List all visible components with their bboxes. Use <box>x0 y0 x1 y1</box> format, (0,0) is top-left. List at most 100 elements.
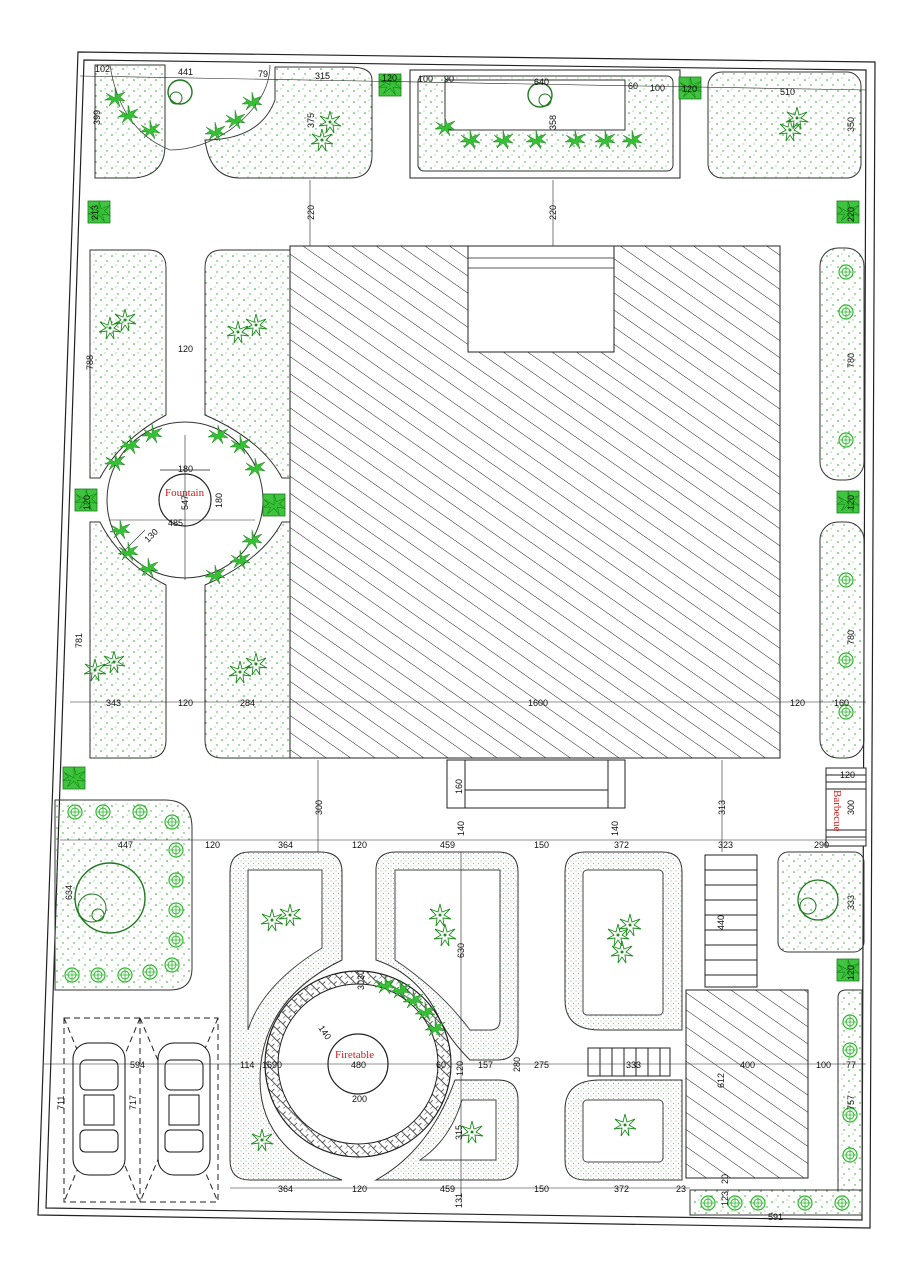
dim-label: 220 <box>548 205 558 220</box>
barbecue-label: Barbecue <box>831 790 843 832</box>
dim-label: 3030 <box>356 970 366 990</box>
house-steps <box>446 759 626 809</box>
firetable-court: Firetable <box>229 851 519 1181</box>
firetable-label: Firetable <box>335 1049 374 1061</box>
fountain-label: Fountain <box>165 487 205 499</box>
dim-label: 60 <box>436 1060 446 1070</box>
dim-label: 372 <box>614 840 629 850</box>
dim-label: 323 <box>718 840 733 850</box>
fountain-garden: Fountain <box>83 249 291 759</box>
dim-label: 780 <box>846 353 856 368</box>
dim-label: 1690 <box>262 1060 282 1070</box>
dim-label: 23 <box>676 1184 686 1194</box>
top-left-garden <box>94 64 373 179</box>
barbecue-area: Barbecue <box>825 767 867 847</box>
dim-label: 640 <box>534 77 549 87</box>
dimension-labels: 102 441 79 315 120 100 90 640 60 100 120… <box>56 64 856 1222</box>
car-icon <box>157 1042 211 1176</box>
dim-label: 333 <box>626 1060 641 1070</box>
dim-label: 120 <box>178 344 193 354</box>
dim-label: 440 <box>716 915 726 930</box>
palm-icon <box>263 494 285 516</box>
dim-label: 60 <box>628 81 638 91</box>
parking-area <box>63 1017 219 1203</box>
dim-label: 120 <box>840 770 855 780</box>
dim-label: 100 <box>650 83 665 93</box>
palm-icon <box>63 767 85 789</box>
dim-label: 594 <box>130 1060 145 1070</box>
dim-label: 123 <box>720 1191 730 1206</box>
dim-label: 120 <box>790 698 805 708</box>
right-bed-upper <box>819 247 865 481</box>
dim-label: 20 <box>720 1174 730 1184</box>
dim-label: 120 <box>205 840 220 850</box>
dim-label: 591 <box>768 1212 783 1222</box>
dim-label: 510 <box>780 87 795 97</box>
dim-label: 200 <box>352 1094 367 1104</box>
dim-label: 79 <box>258 69 268 79</box>
dim-label: 547 <box>180 495 190 510</box>
dim-label: 120 <box>682 84 697 94</box>
dim-label: 150 <box>534 840 549 850</box>
dim-label: 90 <box>444 74 454 84</box>
dim-label: 120 <box>352 840 367 850</box>
dim-label: 441 <box>178 67 193 77</box>
dim-label: 350 <box>846 117 856 132</box>
dim-label: 100 <box>816 1060 831 1070</box>
dim-label: 300 <box>314 800 324 815</box>
dim-label: 120 <box>82 495 92 510</box>
car-icon <box>72 1042 126 1176</box>
dim-label: 180 <box>214 493 224 508</box>
dim-label: 220 <box>846 207 856 222</box>
dim-label: 480 <box>351 1060 366 1070</box>
dimension-lines <box>44 75 867 1200</box>
dim-label: 180 <box>178 464 193 474</box>
dim-label: 333 <box>846 895 856 910</box>
dim-label: 284 <box>240 698 255 708</box>
dim-label: 160 <box>454 779 464 794</box>
stair-ramp <box>704 854 758 988</box>
dim-label: 120 <box>455 1061 465 1076</box>
dim-label: 120 <box>846 495 856 510</box>
dim-label: 612 <box>716 1073 726 1088</box>
dim-label: 343 <box>106 698 121 708</box>
dim-label: 102 <box>95 64 110 74</box>
dim-label: 150 <box>534 1184 549 1194</box>
dim-label: 220 <box>306 205 316 220</box>
dim-label: 280 <box>512 1057 522 1072</box>
dim-label: 399 <box>92 110 102 125</box>
dim-label: 781 <box>74 633 84 648</box>
dim-label: 77 <box>846 1060 856 1070</box>
dim-label: 131 <box>454 1193 464 1208</box>
dim-label: 300 <box>846 800 856 815</box>
lower-left-garden <box>54 799 193 991</box>
dim-label: 114 <box>240 1060 254 1070</box>
dim-label: 313 <box>717 800 727 815</box>
dim-label: 634 <box>64 885 74 900</box>
dim-label: 358 <box>548 115 558 130</box>
dim-label: 364 <box>278 840 293 850</box>
dim-label: 140 <box>456 821 466 836</box>
dim-label: 757 <box>846 1095 856 1110</box>
dim-label: 1600 <box>528 698 548 708</box>
dim-label: 213 <box>90 205 100 220</box>
dim-label: 130 <box>142 527 160 545</box>
plot-boundary <box>37 51 876 1229</box>
dim-label: 447 <box>118 840 133 850</box>
top-center-garden <box>409 69 681 179</box>
dim-label: 120 <box>846 965 856 980</box>
dim-label: 780 <box>846 630 856 645</box>
dim-label: 120 <box>352 1184 367 1194</box>
top-right-garden <box>707 71 862 179</box>
dim-label: 160 <box>834 698 849 708</box>
dim-label: 120 <box>382 73 397 83</box>
dim-label: 459 <box>440 1184 455 1194</box>
dim-label: 315 <box>454 1125 464 1140</box>
center-planters <box>564 851 683 1181</box>
dim-label: 717 <box>128 1095 138 1110</box>
dim-label: 459 <box>440 840 455 850</box>
right-bed-lower <box>819 521 865 759</box>
dim-label: 788 <box>85 355 95 370</box>
dim-label: 100 <box>418 74 433 84</box>
